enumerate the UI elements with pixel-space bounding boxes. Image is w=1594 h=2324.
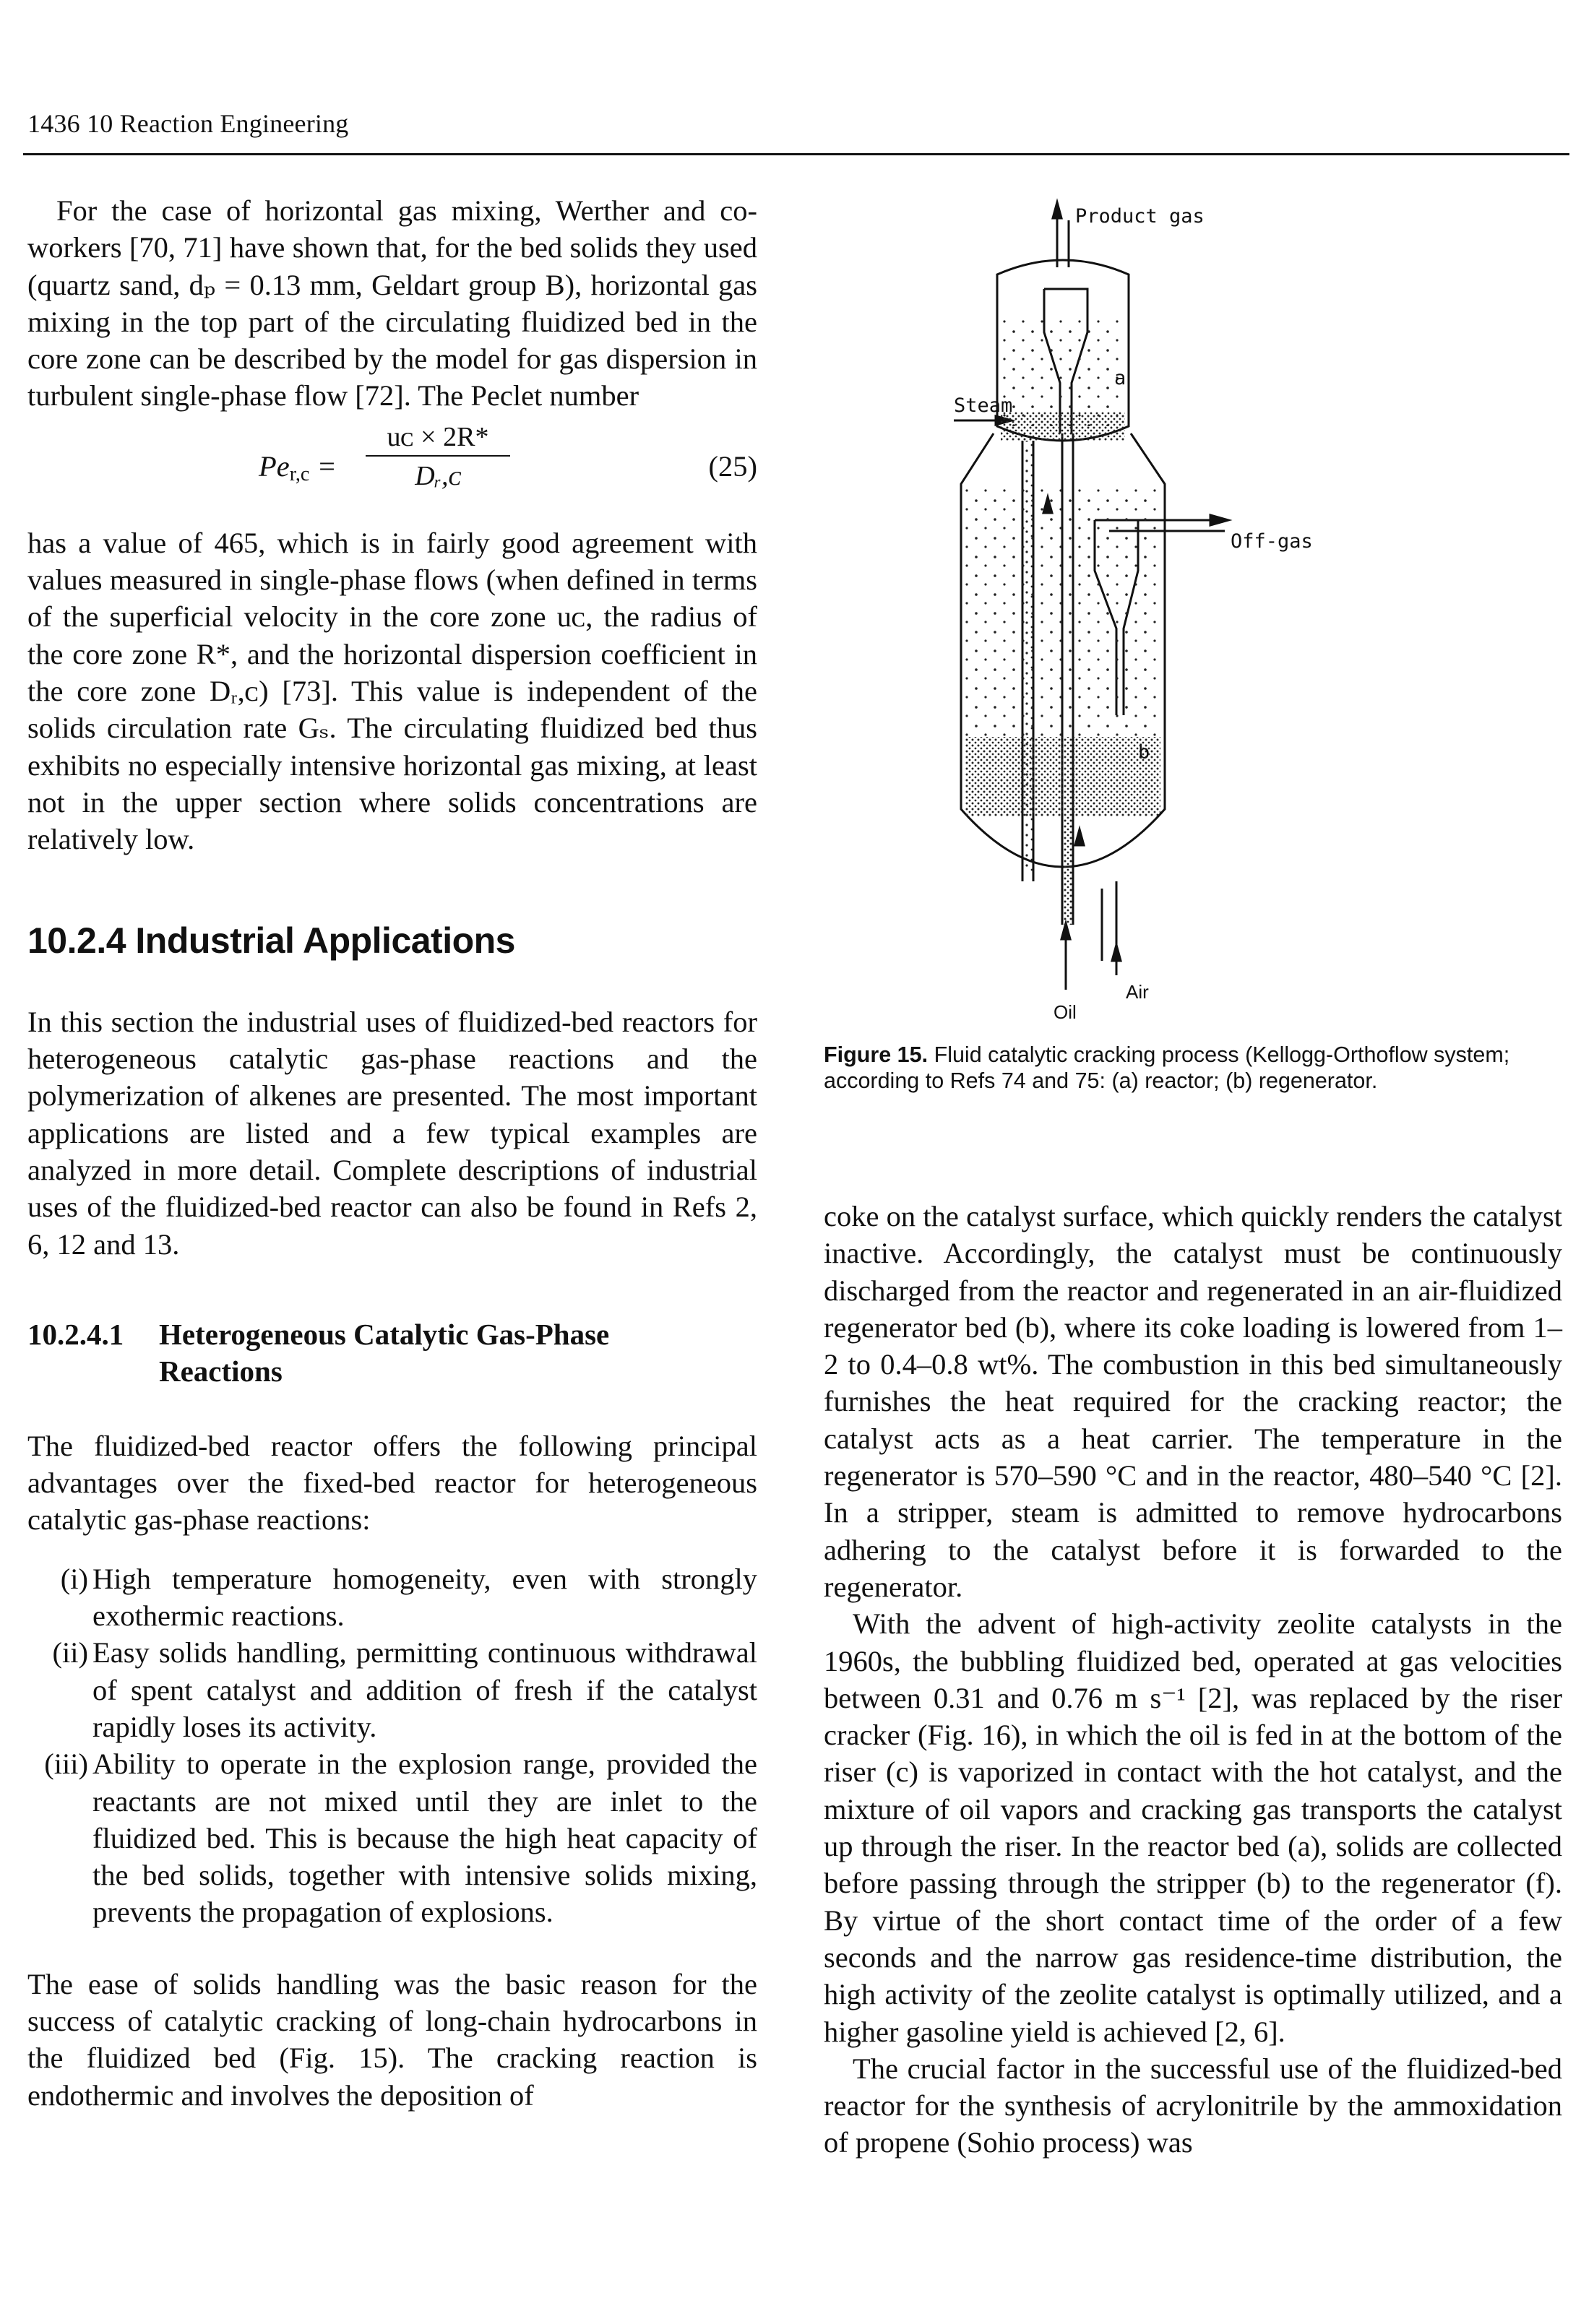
off-gas-arrow — [1209, 514, 1233, 527]
list-item-text: Ability to operate in the explosion rang… — [92, 1748, 757, 1929]
caption-label: Figure 15. — [824, 1042, 929, 1067]
label-air: Air — [1126, 981, 1149, 1003]
label-off-gas: Off-gas — [1231, 530, 1313, 553]
equation-fraction: uᴄ × 2R* Dᵣ,ᴄ — [366, 420, 510, 493]
list-item: (ii)Easy solids handling, permitting con… — [27, 1634, 757, 1745]
reactor-bed-dense — [1001, 412, 1125, 441]
reactor-bed-sparse — [1001, 318, 1125, 426]
figure-caption: Figure 15. Fluid catalytic cracking proc… — [824, 1042, 1562, 1094]
running-head: 1436 10 Reaction Engineering — [27, 109, 349, 138]
label-b: b — [1138, 741, 1150, 764]
paragraph-acrylonitrile: The crucial factor in the successful use… — [824, 2052, 1562, 2159]
paragraph-gas-mixing: For the case of horizontal gas mixing, W… — [27, 194, 757, 412]
equation-denominator: Dᵣ,ᴄ — [415, 460, 461, 491]
label-product-gas: Product gas — [1075, 205, 1205, 228]
paragraph-peclet-value: has a value of 465, which is in fairly g… — [27, 526, 757, 856]
regenerator-dense-bed — [965, 737, 1160, 816]
paragraph-solids-handling: The ease of solids handling was the basi… — [27, 1967, 757, 2112]
subsection-number: 10.2.4.1 — [27, 1317, 124, 1351]
list-item: (iii)Ability to operate in the explosion… — [27, 1745, 757, 1930]
right-column: coke on the catalyst surface, which quic… — [824, 1198, 1562, 2161]
subsection-title-line2: Reactions — [159, 1354, 283, 1388]
equation-lhs-symbol: Pe — [259, 449, 290, 483]
advantages-list: (i)High temperature homogeneity, even wi… — [27, 1560, 757, 1931]
paragraph-riser-cracker: With the advent of high-activity zeolite… — [824, 1607, 1562, 2048]
caption-text: Fluid catalytic cracking process (Kellog… — [824, 1042, 1510, 1093]
equation-25: Per,c = uᴄ × 2R* Dᵣ,ᴄ (25) — [27, 420, 757, 509]
paragraph-coke-deposition: coke on the catalyst surface, which quic… — [824, 1200, 1562, 1603]
paragraph-advantages-intro: The fluidized-bed reactor offers the fol… — [27, 1429, 757, 1537]
equation-lhs: Per,c = — [259, 449, 337, 485]
label-a: a — [1114, 367, 1126, 389]
oil-arrow — [1060, 919, 1072, 941]
equation-lhs-subscript: r,c — [289, 462, 310, 485]
product-gas-arrow — [1051, 198, 1063, 220]
list-marker: (iii) — [44, 1748, 88, 1781]
left-column: For the case of horizontal gas mixing, W… — [27, 192, 757, 2114]
label-oil: Oil — [1054, 1001, 1077, 1023]
section-heading: 10.2.4 Industrial Applications — [27, 920, 516, 962]
paragraph-section-intro: In this section the industrial uses of f… — [27, 1005, 757, 1261]
regenerator-dilute-phase — [965, 484, 1160, 737]
label-steam: Steam — [954, 394, 1012, 417]
list-marker: (i) — [60, 1562, 88, 1595]
list-item-text: High temperature homogeneity, even with … — [92, 1562, 757, 1633]
header-rule — [23, 153, 1569, 155]
fcc-reactor-diagram: Product gas Steam Off-gas a b Oil Air — [954, 198, 1313, 1023]
equation-numerator: uᴄ × 2R* — [387, 421, 489, 452]
list-item-text: Easy solids handling, permitting continu… — [92, 1636, 757, 1743]
equation-number: (25) — [708, 449, 757, 483]
subsection-title-line1: Heterogeneous Catalytic Gas-Phase — [159, 1317, 610, 1351]
subsection-heading: 10.2.4.1 Heterogeneous Catalytic Gas-Phas… — [27, 1316, 757, 1390]
air-arrow — [1111, 941, 1122, 962]
fraction-bar — [366, 454, 510, 457]
list-marker: (ii) — [52, 1636, 88, 1669]
list-item: (i)High temperature homogeneity, even wi… — [27, 1560, 757, 1635]
